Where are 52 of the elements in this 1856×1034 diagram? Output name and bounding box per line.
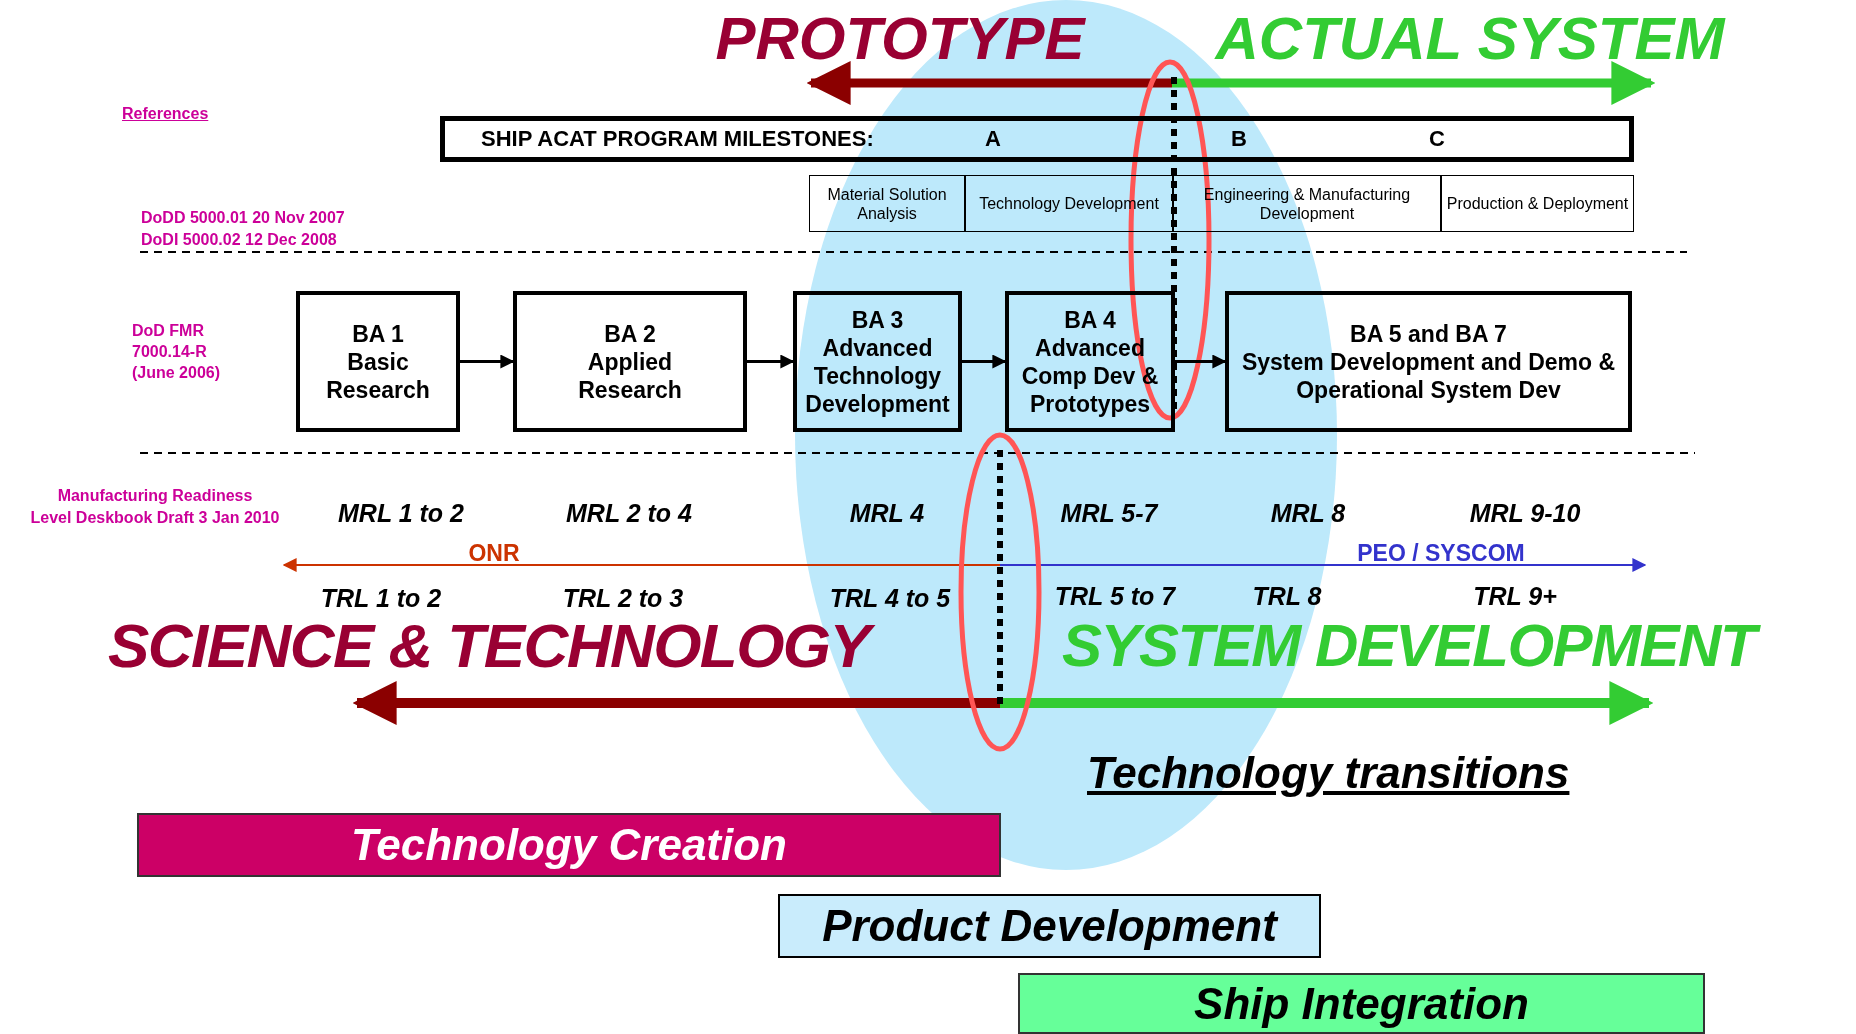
reference-link: References	[122, 104, 210, 124]
phase-title: ACTUAL SYSTEM	[1213, 4, 1727, 74]
level-label: MRL 1 to 2	[337, 498, 465, 529]
box-label: Basic Research	[325, 347, 431, 404]
phase-title: PROTOTYPE	[714, 4, 1087, 74]
organization-label: PEO / SYSCOM	[1356, 539, 1526, 568]
box-label: Applied Research	[577, 347, 683, 404]
reference-note: DoDI 5000.02 12 Dec 2008	[141, 230, 338, 250]
process-box	[1225, 291, 1632, 432]
level-label: MRL 9-10	[1468, 498, 1582, 529]
box-label: Technology Creation	[351, 819, 787, 871]
reference-note: DoDD 5000.01 20 Nov 2007	[141, 208, 346, 228]
box-label: Advanced Technology Development	[804, 333, 951, 418]
level-label: MRL 8	[1269, 498, 1347, 529]
milestone-label: C	[1429, 126, 1445, 152]
box-label: Ship Integration	[1194, 977, 1529, 1030]
box-label: Product Development	[822, 900, 1277, 952]
milestone-bar	[440, 116, 1634, 162]
phase-box	[1441, 175, 1634, 232]
reference-note: DoD FMR 7000.14-R (June 2006)	[132, 321, 222, 383]
process-box	[296, 291, 460, 432]
section-heading: Technology transitions	[1087, 747, 1571, 799]
arrow	[747, 354, 795, 369]
phase-box	[1173, 175, 1441, 232]
level-label: MRL 4	[848, 498, 926, 529]
process-box	[1005, 291, 1175, 432]
box-title: BA 3	[851, 305, 904, 334]
reference-note: Manufacturing Readiness	[56, 486, 254, 506]
box-title: BA 1	[352, 319, 404, 348]
phase-bar	[137, 813, 1001, 877]
phase-bar	[1018, 973, 1705, 1034]
arrow	[1175, 354, 1227, 369]
organization-label: ONR	[467, 539, 521, 568]
box-title: BA 5 and BA 7	[1350, 319, 1507, 348]
milestone-label: A	[985, 126, 1001, 152]
phase-box	[809, 175, 965, 232]
box-label: Production & Deployment	[1446, 194, 1629, 213]
phase-bar	[778, 894, 1321, 958]
reference-note: Level Deskbook Draft 3 Jan 2010	[29, 508, 281, 528]
box-title: BA 2	[604, 319, 656, 348]
box-label: Material Solution Analysis	[826, 184, 948, 223]
box-label: System Development and Demo & Operational System Dev	[1240, 347, 1617, 404]
level-label: MRL 2 to 4	[565, 498, 693, 529]
milestone-label: B	[1231, 126, 1247, 152]
arrow	[962, 354, 1007, 369]
arrow	[460, 354, 515, 369]
box-title: BA 4	[1064, 305, 1116, 334]
process-box	[793, 291, 962, 432]
process-box	[513, 291, 747, 432]
milestone-label: SHIP ACAT PROGRAM MILESTONES:	[481, 126, 874, 152]
level-label: MRL 5-7	[1059, 498, 1160, 529]
phase-box	[965, 175, 1173, 232]
